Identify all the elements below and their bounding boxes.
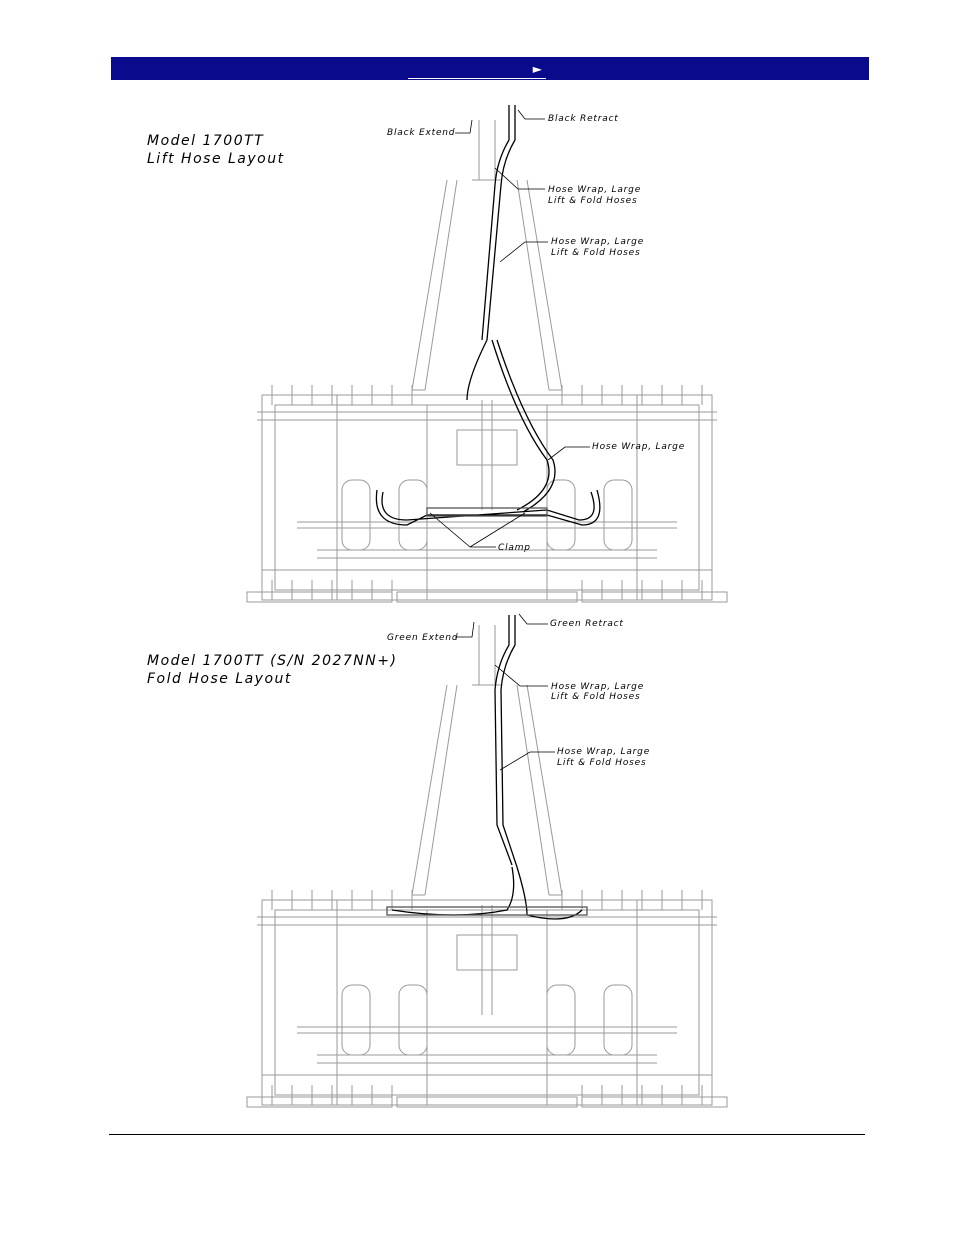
diagram-1-title-line1: Model 1700TT	[147, 133, 265, 149]
diagram-2-callout-wrap1-line2: Lift & Fold Hoses	[551, 692, 641, 702]
diagram-1-callout-wrap1-line2: Lift & Fold Hoses	[548, 196, 638, 206]
diagram-2-callout-wrap2-line1: Hose Wrap, Large	[557, 747, 651, 757]
diagram-2-title-line1: Model 1700TT (S/N 2027NN+)	[147, 653, 398, 669]
diagram-1-title-line2: Lift Hose Layout	[147, 151, 285, 167]
lift-hose-machine	[246, 105, 728, 603]
diagram-1-callout-wrap2-line1: Hose Wrap, Large	[551, 237, 645, 247]
diagram-1-callout-clamp: Clamp	[498, 543, 531, 553]
diagram-1-callout-wrap1-line1: Hose Wrap, Large	[548, 185, 642, 195]
diagram-2-callout-wrap1-line1: Hose Wrap, Large	[551, 682, 645, 692]
header-bar	[111, 57, 869, 80]
fold-hose-machine	[246, 615, 728, 1108]
footer-rule	[109, 1134, 865, 1135]
next-page-link[interactable]: ►	[408, 62, 546, 79]
diagram-1-callout-retract: Black Retract	[548, 114, 619, 124]
diagram-1-callout-wrap3: Hose Wrap, Large	[592, 442, 686, 452]
diagram-2-title-line2: Fold Hose Layout	[147, 671, 292, 687]
diagram-2-callout-wrap2-line2: Lift & Fold Hoses	[557, 758, 647, 768]
diagram-2-callout-extend: Green Extend	[387, 633, 459, 643]
play-arrow-icon: ►	[532, 62, 542, 76]
diagram-1-callout-extend: Black Extend	[387, 128, 456, 138]
diagram-1-callout-wrap2-line2: Lift & Fold Hoses	[551, 248, 641, 258]
diagram-2-callout-retract: Green Retract	[550, 619, 624, 629]
